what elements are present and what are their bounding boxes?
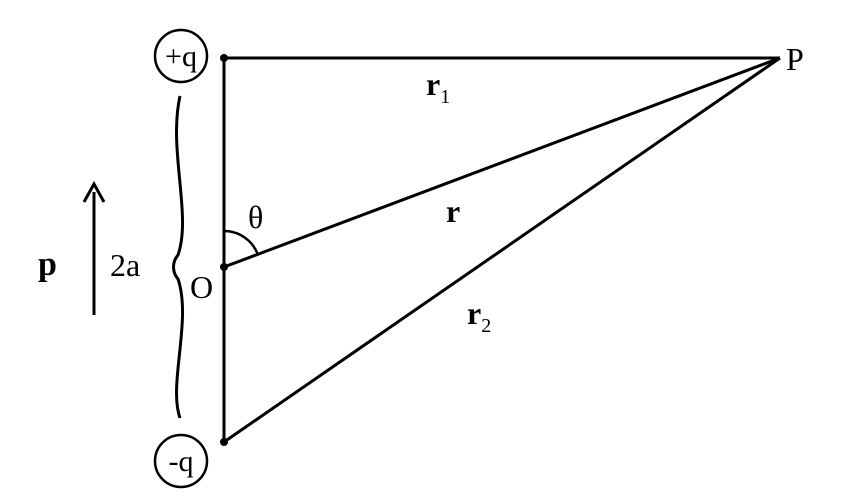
r2-label-subscript: 2 <box>481 315 491 337</box>
dipole-moment-arrowhead-icon <box>82 180 106 203</box>
positive-charge-circle <box>153 28 209 84</box>
positive-charge-dot <box>220 54 228 62</box>
separation-label: 2a <box>110 247 140 283</box>
angle-theta-label: θ <box>248 199 263 235</box>
r2-label: r2 <box>467 295 491 337</box>
theta-angle-arc <box>223 229 260 256</box>
negative-charge-circle <box>153 433 209 489</box>
r-label: r <box>446 193 460 229</box>
r1-label: r1 <box>426 66 450 108</box>
r2-label-main: r <box>467 295 481 331</box>
r1-label-main: r <box>426 66 440 102</box>
negative-charge-label: -q <box>169 445 194 478</box>
negative-charge-dot <box>220 438 228 446</box>
origin-label: O <box>190 269 213 305</box>
r2-line <box>223 56 781 444</box>
positive-charge-label: +q <box>165 40 197 73</box>
r-line <box>223 56 781 269</box>
r1-label-subscript: 1 <box>440 86 450 108</box>
origin-dot <box>220 263 228 271</box>
separation-brace <box>172 95 185 419</box>
field-point-label: P <box>786 41 804 77</box>
dipole-moment-label: p <box>38 246 57 283</box>
